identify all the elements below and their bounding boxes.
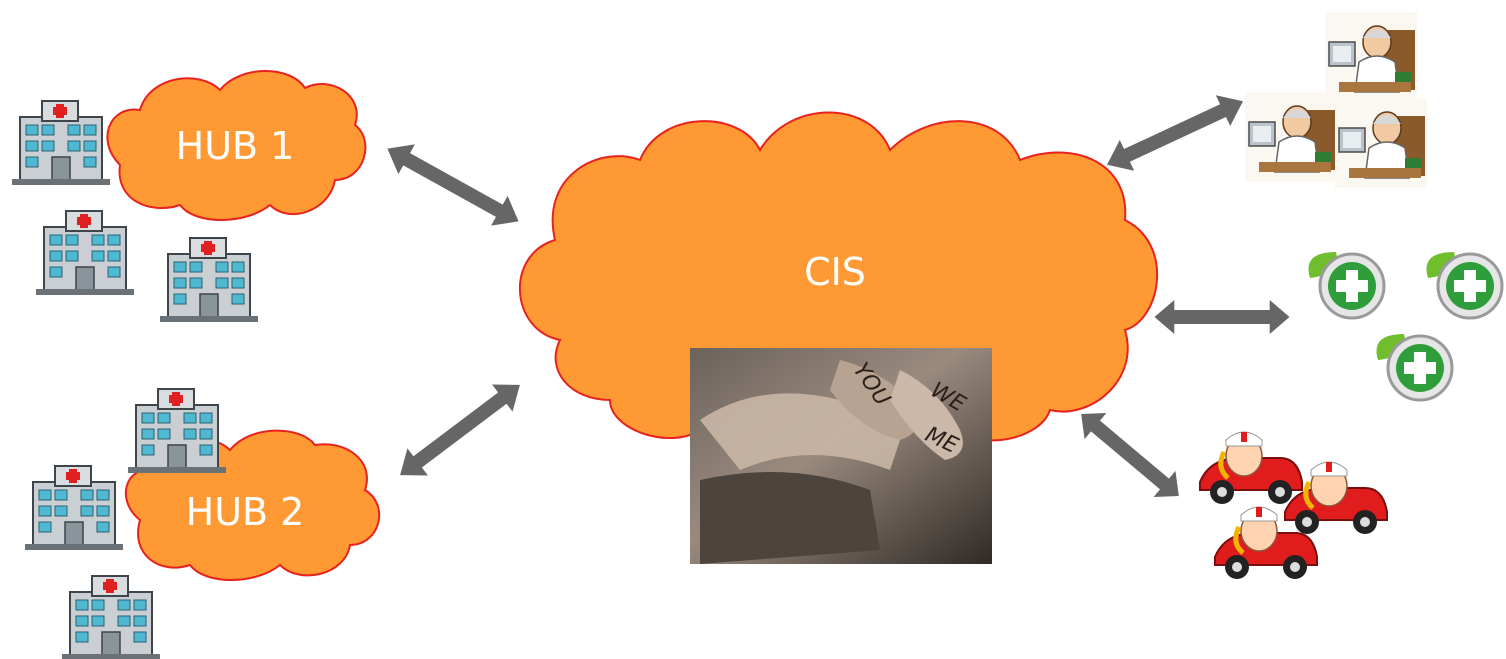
doctor-at-desk-icon — [1334, 97, 1428, 189]
doctor-at-desk-icon — [1324, 11, 1418, 103]
hospital-building-icon — [61, 575, 161, 659]
hospital-building-icon — [35, 210, 135, 296]
doctor-at-desk-icon — [1244, 91, 1338, 183]
hospital-building-icon — [159, 237, 259, 323]
pharmacy-cross-icon — [1306, 250, 1386, 320]
arrow-cis-nurses — [1070, 400, 1190, 510]
pharmacy-cross-icon — [1374, 332, 1454, 402]
arrow-hub1-cis — [379, 133, 527, 237]
nurse-in-red-car-icon — [1200, 432, 1302, 504]
hub1-cloud — [106, 70, 367, 221]
hospital-building-icon — [11, 100, 111, 186]
hands-photo — [690, 348, 992, 564]
cis-label: CIS — [804, 250, 866, 294]
hub2-label: HUB 2 — [185, 490, 305, 534]
pharmacy-cross-icon — [1424, 250, 1504, 320]
arrow-cis-pharmacies — [1154, 300, 1290, 334]
hub1-label: HUB 1 — [175, 124, 295, 168]
arrow-hub2-cis — [389, 371, 531, 489]
hospital-building-icon — [127, 388, 227, 474]
arrow-cis-doctors — [1099, 85, 1251, 181]
hospital-building-icon — [24, 465, 124, 551]
